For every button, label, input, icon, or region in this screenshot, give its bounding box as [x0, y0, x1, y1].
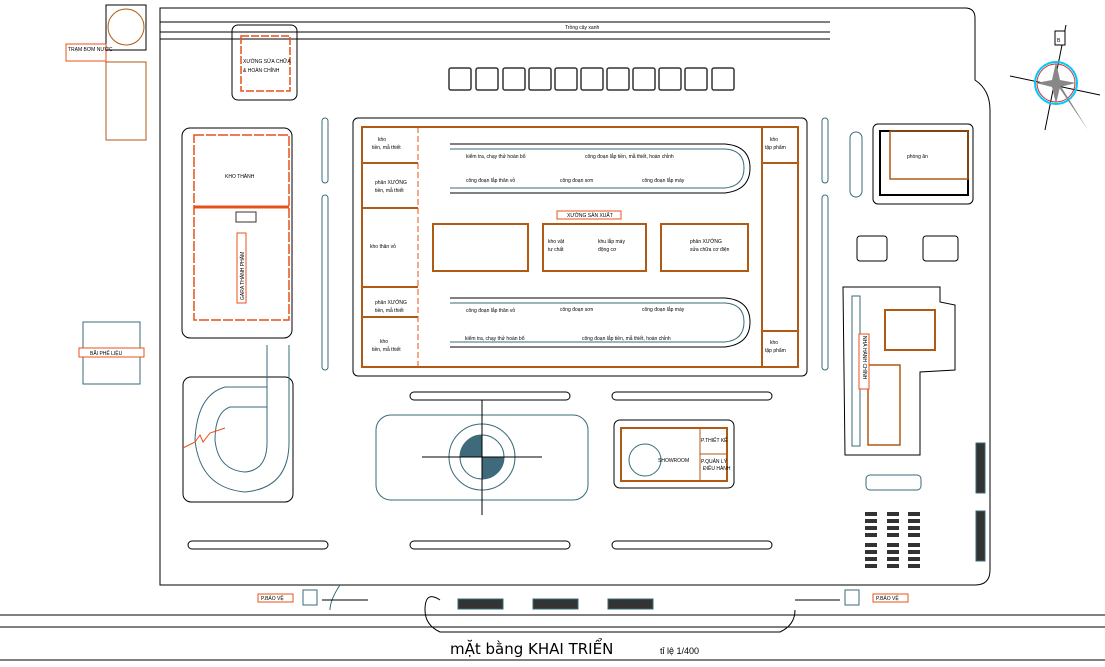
room-label: phân XƯỞNG: [690, 238, 722, 245]
scrap-yard: BÃI PHẾ LIỆU: [78, 321, 145, 385]
manager-room-label-2: ĐIỀU HÀNH: [703, 465, 731, 472]
room-label: tập phẩm: [765, 347, 786, 354]
line-label: công đoạn lắp máy: [642, 306, 685, 313]
assembly-line-bottom: [450, 297, 751, 348]
line-label: công đoạn lắp máy: [642, 177, 685, 184]
assembly-line-top: [450, 143, 751, 194]
room-label: sửa chữa cơ điện: [690, 246, 730, 253]
north-arrow-icon: B: [1009, 24, 1101, 131]
bottom-parking: [457, 598, 654, 610]
admin-label: NHÀ HÀNH CHÍNH: [861, 336, 868, 380]
room-label: phân XƯỞNG: [375, 299, 407, 306]
guard-right-label: P.BẢO VỆ: [876, 594, 899, 602]
guard-left: P.BẢO VỆ: [257, 589, 368, 606]
production-building: kho tiền, mẫ thiết phân XƯỞNG tiền, mẫ t…: [352, 117, 808, 377]
room-label: kho thân vỏ: [370, 243, 396, 250]
road-label: Trồng cây xanh: [565, 25, 599, 31]
line-label: công đoạn lắp tiền, mẫ thiết, hoàn chỉnh: [585, 153, 674, 160]
room-label: tiền, mẫ thiết: [375, 307, 404, 314]
road: [0, 584, 1105, 661]
planting-strips: [187, 117, 959, 550]
room-label: kho: [378, 137, 386, 143]
room-label: kho: [380, 339, 388, 345]
admin-building: NHÀ HÀNH CHÍNH: [842, 286, 956, 491]
canteen: phòng ăn: [872, 123, 974, 205]
room-label: khu lắp máy: [598, 238, 625, 245]
showroom-label: SHOWROOM: [658, 458, 689, 464]
guard-left-label: P.BẢO VỆ: [261, 594, 284, 602]
line-label: kiểm tra, chạy thử hoàn bổ: [466, 153, 526, 160]
room-label: kho vật: [548, 239, 565, 245]
warehouse-garage: KHO THÀNH GARA THÀNH PHẨM: [181, 127, 293, 339]
repair-shop: XƯỞNG SỬA CHỮA & HOÀN CHỈNH: [231, 24, 298, 101]
manager-room-label-1: P.QUẢN LÝ: [701, 458, 728, 465]
room-label: tư chất: [548, 247, 564, 253]
drawing-scale: tỉ lệ 1/400: [660, 646, 699, 656]
room-label: kho: [770, 137, 778, 143]
showroom: SHOWROOM P.THIẾT KẾ P.QUẢN LÝ ĐIỀU HÀNH: [613, 419, 735, 489]
guard-right: P.BẢO VỆ: [795, 589, 909, 606]
test-track: [182, 345, 294, 503]
room-label: tiền, mẫ thiết: [372, 346, 401, 353]
room-label: tiền, mẫ thiết: [372, 144, 401, 151]
water-station-label: TRẠM BƠM NƯỚC: [68, 46, 113, 53]
line-label: công đoạn sơn: [560, 307, 594, 313]
line-label: kiểm tra, chạy thử hoàn bổ: [465, 335, 525, 342]
room-label: tập phẩm: [765, 144, 786, 151]
drawing-title: mẶt bằng KHAI TRIỂN: [450, 637, 613, 658]
fountain-plaza: [375, 400, 589, 515]
line-label: công đoạn lắp thân vỏ: [466, 177, 515, 184]
water-station: TRẠM BƠM NƯỚC: [65, 4, 147, 141]
top-planting-strip: Trồng cây xanh: [160, 21, 830, 40]
repair-shop-label-2: & HOÀN CHỈNH: [243, 67, 280, 74]
north-label: B: [1057, 38, 1061, 44]
site-boundary: [159, 7, 991, 586]
room-label: tiền, mẫ thiết: [375, 187, 404, 194]
garage-label: GARA THÀNH PHẨM: [239, 252, 246, 300]
line-label: công đoạn lắp tiền, mẫ thiết, hoàn chỉnh: [582, 335, 671, 342]
room-label: động cơ: [598, 247, 617, 253]
room-label: phòng ăn: [907, 154, 928, 160]
line-label: công đoạn lắp thân vỏ: [466, 307, 515, 314]
room-label: phân XƯỞNG: [375, 179, 407, 186]
parking-top: [448, 67, 735, 91]
production-label: XƯỞNG SẢN XUẤT: [567, 212, 613, 219]
motorbike-parking: [865, 442, 986, 568]
scrap-yard-label: BÃI PHẾ LIỆU: [90, 349, 123, 357]
warehouse-label: KHO THÀNH: [225, 173, 255, 180]
design-room-label: P.THIẾT KẾ: [701, 437, 728, 444]
room-label: kho: [770, 340, 778, 346]
line-label: công đoạn sơn: [560, 178, 594, 184]
repair-shop-label-1: XƯỞNG SỬA CHỮA: [243, 58, 291, 65]
